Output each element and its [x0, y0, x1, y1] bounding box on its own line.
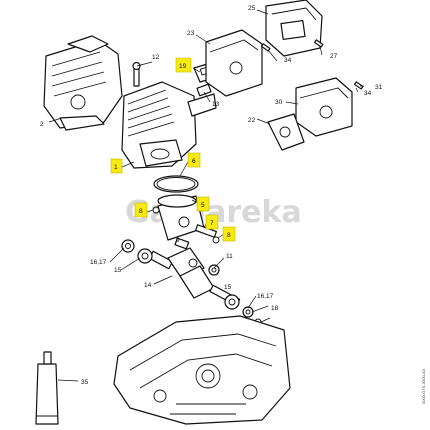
label-11: 11 [226, 253, 233, 260]
label-5: 5 [201, 202, 205, 209]
label-19: 19 [179, 63, 187, 70]
highlight-box-1 [110, 158, 123, 174]
label-14: 14 [144, 282, 152, 289]
needle-cage [174, 237, 190, 250]
label-7: 7 [210, 220, 214, 227]
part-labels: 1 2 6 5 8 7 8 9 11 12 13 14 15 15 16,17 … [40, 5, 383, 386]
highlight-box-6 [187, 152, 201, 168]
crankcase [113, 315, 291, 425]
engine-assembly [43, 35, 123, 131]
label-2: 2 [40, 121, 44, 128]
label-16-17-left: 16,17 [90, 259, 107, 266]
label-31: 31 [375, 84, 383, 91]
label-16-17-right: 16,17 [257, 293, 274, 300]
label-22: 22 [248, 117, 256, 124]
label-18: 18 [271, 305, 279, 312]
label-13: 13 [212, 101, 220, 108]
label-34-right: 34 [364, 90, 372, 97]
decompression-valve [196, 83, 212, 97]
label-12: 12 [152, 54, 160, 61]
spark-plug [132, 61, 141, 87]
label-1: 1 [114, 164, 118, 171]
highlight-box-8b [222, 226, 236, 242]
label-35: 35 [81, 379, 89, 386]
label-23: 23 [187, 30, 195, 37]
label-25: 25 [248, 5, 256, 12]
label-6: 6 [192, 158, 196, 165]
piston-ring [153, 175, 199, 193]
label-30: 30 [275, 99, 283, 106]
sealant-tube [35, 351, 59, 425]
highlight-box-19 [175, 57, 192, 73]
crankshaft [148, 247, 241, 307]
label-15-right: 15 [224, 284, 232, 291]
side-code: 0000-GTS-0000-A0 [421, 368, 426, 404]
label-34-top: 34 [284, 57, 292, 64]
muffler-assembly [205, 0, 323, 97]
muffler-right [267, 77, 353, 151]
crank-bearings [121, 239, 254, 318]
label-8-right: 8 [227, 232, 231, 239]
highlighted-labels [110, 57, 236, 242]
label-15-left: 15 [114, 267, 122, 274]
highlight-box-8a [134, 202, 148, 218]
label-9: 9 [176, 237, 180, 244]
label-8-left: 8 [139, 208, 143, 215]
highlight-box-7 [205, 214, 219, 230]
leader-lines [48, 9, 364, 382]
label-27: 27 [330, 53, 338, 60]
highlight-box-5 [196, 196, 210, 212]
muffler-screws [260, 39, 364, 90]
cylinder [121, 81, 217, 169]
